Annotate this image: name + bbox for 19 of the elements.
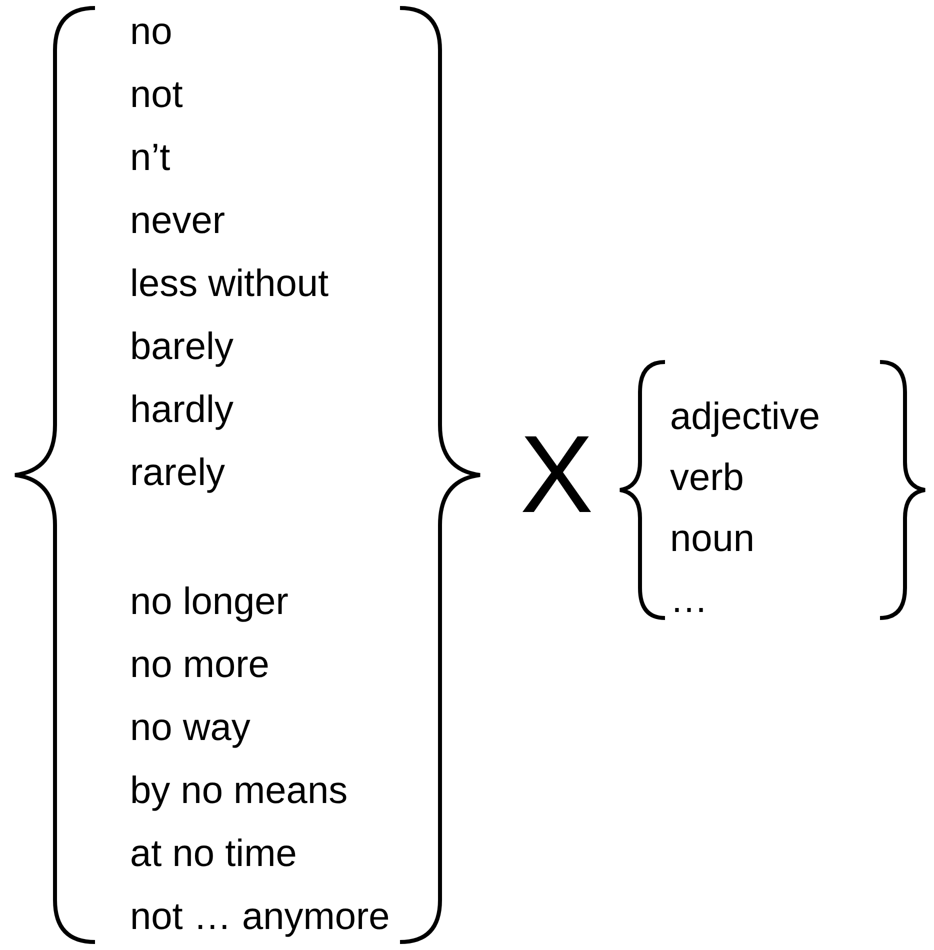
negation-word: barely	[130, 325, 234, 369]
multiplication-sign: X	[520, 420, 594, 530]
negation-word: no way	[130, 706, 250, 750]
negation-word: at no time	[130, 832, 297, 876]
negation-word: no more	[130, 643, 270, 687]
negation-word: hardly	[130, 388, 234, 432]
negation-word: rarely	[130, 451, 226, 495]
negation-word: by no means	[130, 769, 348, 813]
negation-word: no longer	[130, 580, 288, 624]
part-of-speech-word: adjective	[670, 395, 820, 439]
negation-word: not … anymore	[130, 895, 390, 939]
part-of-speech-word: verb	[670, 456, 744, 500]
negation-word: less without	[130, 262, 329, 306]
negation-word: never	[130, 199, 226, 243]
negation-word: no	[130, 10, 172, 54]
part-of-speech-word: …	[670, 578, 708, 622]
negation-word: not	[130, 73, 183, 117]
negation-word: n’t	[130, 136, 170, 180]
part-of-speech-word: noun	[670, 517, 755, 561]
